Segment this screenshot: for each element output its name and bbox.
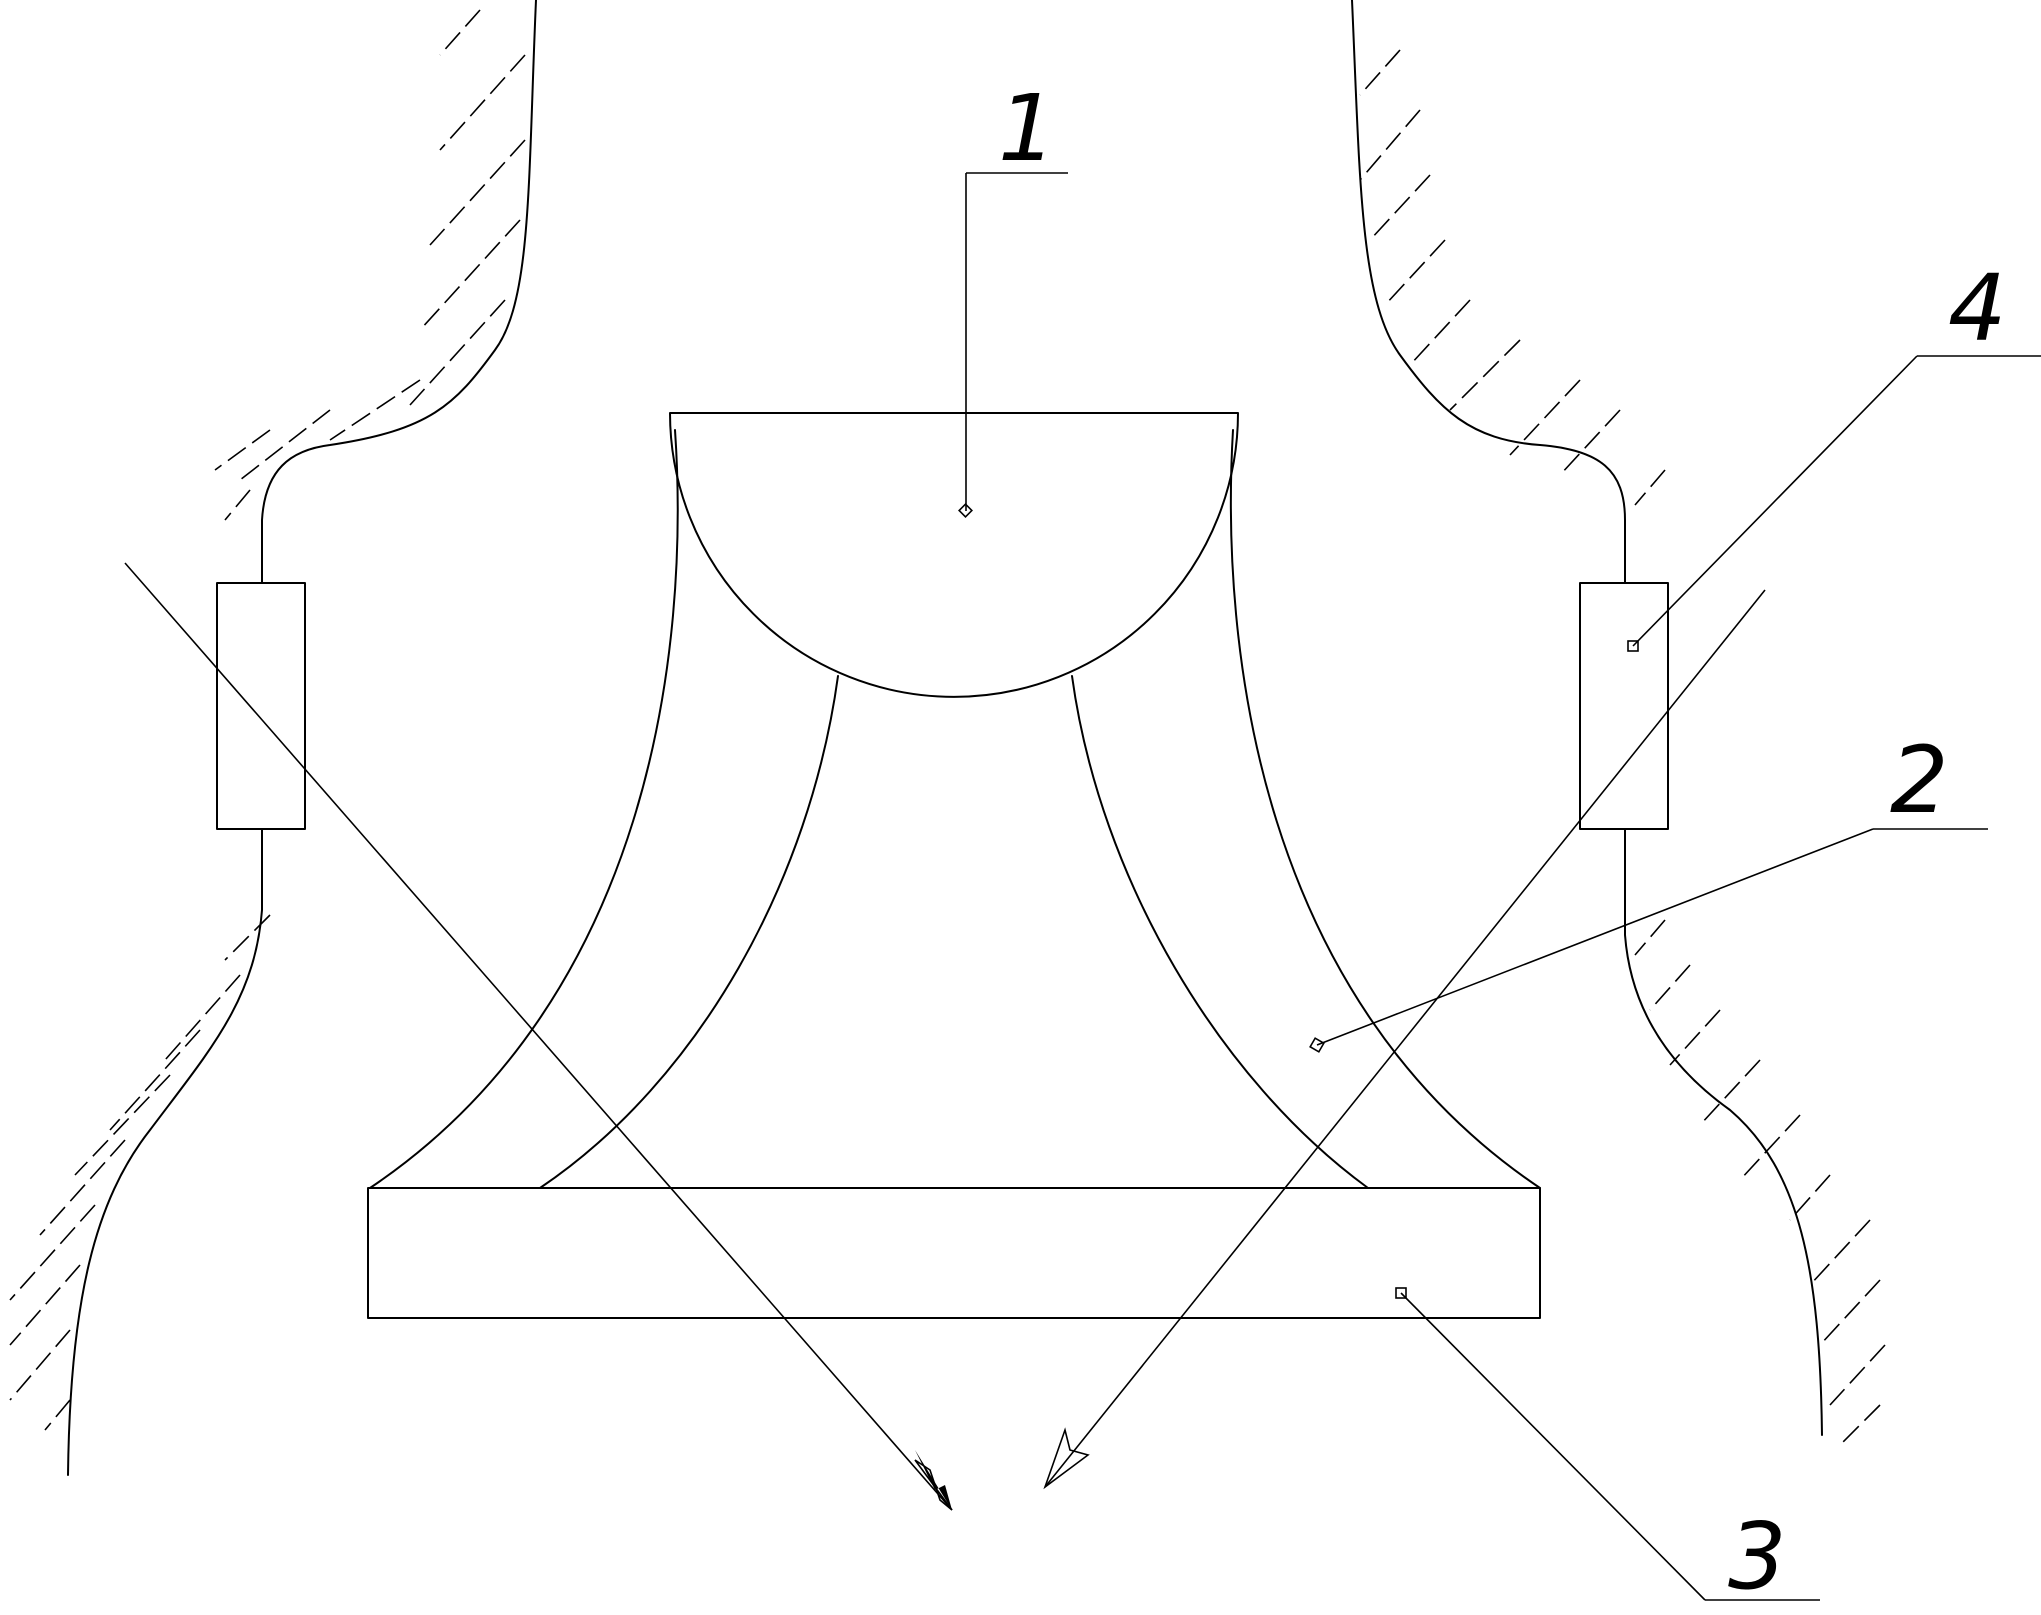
base-plate-component-3 bbox=[367, 1187, 1541, 1319]
flare-outer-left bbox=[369, 429, 679, 1189]
label-1: 1 bbox=[998, 75, 1057, 182]
label-4: 4 bbox=[1948, 255, 2007, 362]
label-3: 3 bbox=[1728, 1503, 1787, 1610]
right-wall-hatching bbox=[1359, 49, 1886, 1446]
leader-1 bbox=[958, 172, 1068, 518]
right-diagonal-ray bbox=[1044, 589, 1766, 1488]
flare-inner-left bbox=[539, 675, 839, 1189]
right-ray-arrowhead bbox=[1043, 1427, 1090, 1490]
leader-2 bbox=[1309, 828, 1988, 1053]
hemisphere-component-1 bbox=[669, 412, 1239, 698]
label-2: 2 bbox=[1890, 727, 1949, 834]
right-wall-contour bbox=[1351, 0, 1823, 1436]
left-ray-arrowhead-outline bbox=[914, 1459, 953, 1511]
flare-outer-right bbox=[1229, 429, 1541, 1189]
left-side-block bbox=[216, 582, 306, 830]
leader-4 bbox=[1627, 355, 2041, 652]
left-wall-contour bbox=[67, 0, 537, 1476]
right-side-block bbox=[1579, 582, 1669, 830]
flare-inner-right bbox=[1071, 675, 1369, 1189]
left-diagonal-ray bbox=[124, 562, 953, 1511]
leader-3 bbox=[1395, 1287, 1820, 1601]
left-wall-hatching bbox=[9, 9, 526, 1431]
